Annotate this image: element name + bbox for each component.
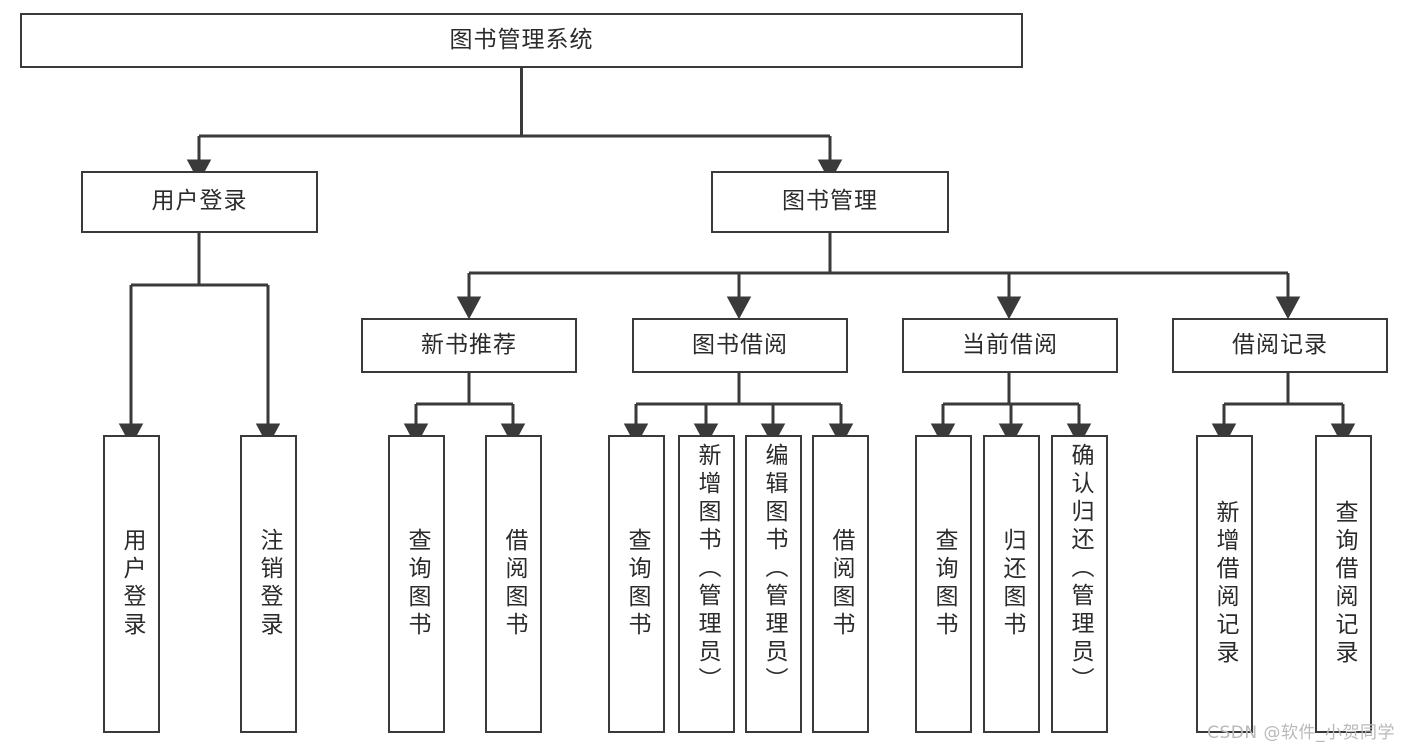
node-leaf-user-login[interactable]: 用户登录: [103, 435, 160, 733]
node-leaf-borrow-book-1-label: 借阅图书: [501, 528, 527, 640]
node-leaf-edit-book-label: 编辑图书（管理员）: [761, 443, 787, 695]
node-leaf-add-book-label: 新增图书（管理员）: [694, 443, 720, 695]
node-leaf-query-record[interactable]: 查询借阅记录: [1315, 435, 1372, 733]
node-leaf-add-record[interactable]: 新增借阅记录: [1196, 435, 1253, 733]
node-leaf-query-book-1[interactable]: 查询图书: [388, 435, 445, 733]
node-user-login-label: 用户登录: [151, 188, 248, 215]
node-leaf-logout-login-label: 注销登录: [256, 528, 282, 640]
node-leaf-borrow-book-2[interactable]: 借阅图书: [812, 435, 869, 733]
node-current-borrow-label: 当前借阅: [962, 331, 1058, 358]
node-current-borrow[interactable]: 当前借阅: [902, 318, 1118, 373]
node-leaf-add-record-label: 新增借阅记录: [1212, 500, 1238, 668]
node-leaf-return-book-label: 归还图书: [999, 528, 1025, 640]
node-leaf-query-record-label: 查询借阅记录: [1331, 500, 1357, 668]
node-leaf-logout-login[interactable]: 注销登录: [240, 435, 297, 733]
node-borrow-record-label: 借阅记录: [1232, 331, 1328, 358]
node-new-book-recommend[interactable]: 新书推荐: [361, 318, 577, 373]
node-root[interactable]: 图书管理系统: [20, 13, 1023, 68]
node-book-manage-label: 图书管理: [782, 188, 878, 215]
node-leaf-query-book-3-label: 查询图书: [931, 528, 957, 640]
node-book-borrow[interactable]: 图书借阅: [632, 318, 848, 373]
node-book-manage[interactable]: 图书管理: [711, 171, 949, 233]
node-new-book-recommend-label: 新书推荐: [421, 331, 517, 358]
node-leaf-return-book[interactable]: 归还图书: [983, 435, 1040, 733]
node-leaf-confirm-return-label: 确认归还（管理员）: [1067, 443, 1093, 695]
node-leaf-user-login-label: 用户登录: [119, 528, 145, 640]
node-leaf-query-book-1-label: 查询图书: [404, 528, 430, 640]
node-leaf-borrow-book-1[interactable]: 借阅图书: [485, 435, 542, 733]
node-leaf-query-book-2-label: 查询图书: [624, 528, 650, 640]
node-root-label: 图书管理系统: [449, 26, 594, 53]
node-leaf-borrow-book-2-label: 借阅图书: [828, 528, 854, 640]
node-leaf-add-book[interactable]: 新增图书（管理员）: [678, 435, 735, 733]
node-user-login[interactable]: 用户登录: [81, 171, 318, 233]
node-book-borrow-label: 图书借阅: [692, 331, 788, 358]
node-leaf-query-book-3[interactable]: 查询图书: [915, 435, 972, 733]
node-leaf-edit-book[interactable]: 编辑图书（管理员）: [745, 435, 802, 733]
node-leaf-confirm-return[interactable]: 确认归还（管理员）: [1051, 435, 1108, 733]
node-leaf-query-book-2[interactable]: 查询图书: [608, 435, 665, 733]
node-borrow-record[interactable]: 借阅记录: [1172, 318, 1388, 373]
